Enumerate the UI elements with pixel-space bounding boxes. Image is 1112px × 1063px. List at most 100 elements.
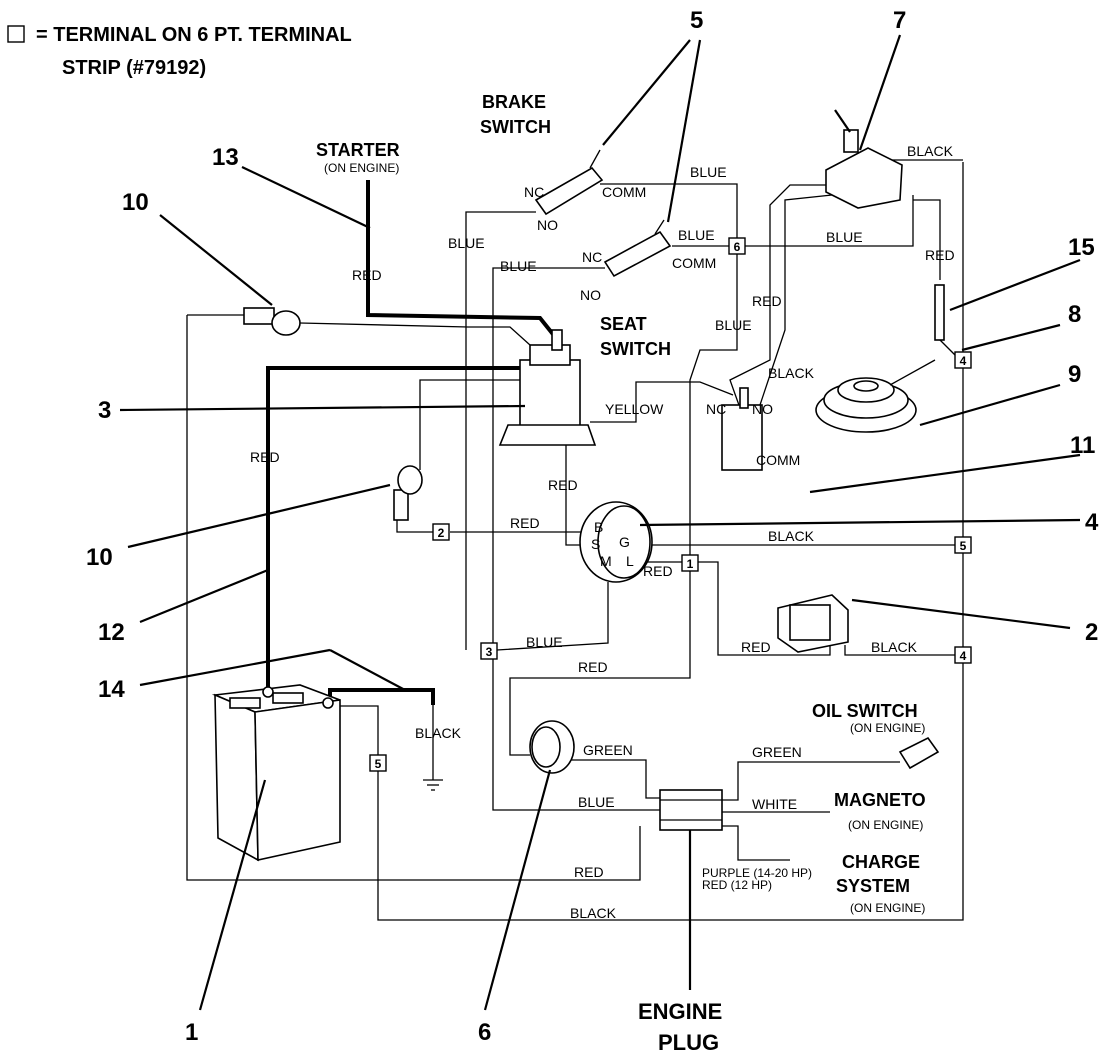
regulator: [777, 594, 849, 653]
svg-text:S: S: [591, 536, 600, 552]
pin-labels: NC NO COMM NC NO COMM NC NO COMM B S M G…: [524, 184, 800, 569]
callout-5: 5: [690, 7, 703, 34]
wire-blue-6-down: [689, 254, 738, 560]
wire-green-oil: [722, 761, 900, 801]
terminal-3: 3: [480, 642, 498, 660]
callout-11: 11: [1070, 432, 1095, 459]
terminal-5-left: 5: [369, 754, 387, 772]
wire-green-fuel: [560, 759, 660, 799]
wire-red-key-clutch: [913, 199, 941, 280]
svg-text:BLUE: BLUE: [500, 258, 537, 274]
svg-text:RED: RED: [352, 267, 382, 283]
callout-1: 1: [185, 1019, 198, 1046]
svg-text:RED: RED: [925, 247, 955, 263]
callout-numbers: 1 2 3 4 5 6 7 8 9 10 11 12 13 14 15 10: [86, 7, 1099, 1046]
wire-red-1-reg: [698, 561, 831, 656]
svg-text:5: 5: [960, 539, 967, 553]
terminal-2: 2: [432, 523, 450, 541]
terminal-4-upper: 4: [954, 351, 972, 369]
oil-switch: [898, 736, 940, 770]
callout-9: 9: [1068, 361, 1081, 388]
svg-text:BRAKE: BRAKE: [482, 92, 546, 112]
terminal-4-lower: 4: [954, 646, 972, 664]
interlock-switch: [721, 387, 763, 471]
svg-text:BLACK: BLACK: [907, 143, 954, 159]
cable-black-battery: [328, 688, 435, 705]
svg-text:SWITCH: SWITCH: [600, 339, 671, 359]
diode: [934, 284, 945, 341]
svg-text:SEAT: SEAT: [600, 314, 647, 334]
svg-text:B: B: [594, 519, 603, 535]
svg-text:(ON ENGINE): (ON ENGINE): [848, 818, 923, 832]
wire-red-1-fuel: [509, 570, 691, 756]
svg-text:BLUE: BLUE: [690, 164, 727, 180]
svg-text:NO: NO: [752, 401, 773, 417]
callout-7: 7: [893, 7, 906, 34]
wire-labels: BLUE BLUE BLUE BLUE BLUE BLUE BLUE BLUE …: [250, 143, 955, 921]
svg-text:COMM: COMM: [672, 255, 716, 271]
wire-blue-brake-down: [465, 211, 536, 650]
callout-leaders: [119, 34, 1081, 1011]
fuel-solenoid: [529, 720, 575, 774]
component-labels: BRAKE SWITCH SEAT SWITCH STARTER (ON ENG…: [316, 92, 926, 1055]
seat-switch: [603, 219, 672, 278]
svg-text:5: 5: [375, 757, 382, 771]
svg-text:OIL SWITCH: OIL SWITCH: [812, 701, 918, 721]
ground-bolt-lower: [393, 465, 423, 521]
svg-text:6: 6: [734, 240, 741, 254]
svg-text:3: 3: [486, 645, 493, 659]
callout-4: 4: [1085, 509, 1099, 536]
svg-text:G: G: [619, 534, 630, 550]
terminal-1: 1: [681, 554, 699, 572]
terminal-6: 6: [728, 237, 746, 255]
svg-text:PLUG: PLUG: [658, 1030, 719, 1055]
ignition-switch: [579, 501, 653, 583]
wire-yellow: [590, 381, 734, 423]
svg-text:YELLOW: YELLOW: [605, 401, 664, 417]
wiring-harness: [186, 159, 964, 921]
wire-red-key-11: [729, 184, 826, 409]
svg-text:BLUE: BLUE: [678, 227, 715, 243]
svg-text:RED: RED: [574, 864, 604, 880]
svg-text:BLUE: BLUE: [715, 317, 752, 333]
wire-charge: [722, 825, 790, 861]
svg-text:2: 2: [438, 526, 445, 540]
wire-solenoid-left: [419, 379, 530, 470]
brake-switch: [534, 149, 604, 216]
cable-red-battery: [266, 366, 528, 688]
wire-black-right-bus: [340, 162, 964, 921]
svg-text:STARTER: STARTER: [316, 140, 400, 160]
svg-text:NC: NC: [706, 401, 726, 417]
callout-15: 15: [1068, 234, 1095, 261]
svg-text:SYSTEM: SYSTEM: [836, 876, 910, 896]
legend-line-2: STRIP (#79192): [62, 57, 206, 79]
svg-text:M: M: [600, 553, 612, 569]
svg-text:MAGNETO: MAGNETO: [834, 790, 926, 810]
ground-bolt-top: [243, 307, 301, 336]
callout-2: 2: [1085, 619, 1098, 646]
legend-terminal-box-icon: [7, 25, 25, 43]
svg-text:(ON ENGINE): (ON ENGINE): [324, 161, 399, 175]
svg-text:BLACK: BLACK: [768, 365, 815, 381]
svg-text:ENGINE: ENGINE: [638, 999, 722, 1024]
svg-text:4: 4: [960, 649, 967, 663]
svg-text:BLACK: BLACK: [768, 528, 815, 544]
callout-8: 8: [1068, 301, 1081, 328]
callout-10-lower: 10: [86, 544, 113, 571]
svg-text:RED: RED: [578, 659, 608, 675]
wire-blue-ign-3: [496, 582, 609, 651]
callout-6: 6: [478, 1019, 491, 1046]
svg-text:BLUE: BLUE: [826, 229, 863, 245]
svg-text:BLUE: BLUE: [448, 235, 485, 251]
svg-text:COMM: COMM: [602, 184, 646, 200]
callout-13: 13: [212, 144, 239, 171]
svg-text:NC: NC: [524, 184, 544, 200]
wire-black-key-11: [759, 194, 833, 406]
wire-blue-6-to-key: [745, 195, 914, 247]
wire-bolt-2: [396, 517, 433, 533]
svg-text:RED: RED: [741, 639, 771, 655]
svg-text:(ON ENGINE): (ON ENGINE): [850, 901, 925, 915]
callout-12: 12: [98, 619, 125, 646]
callout-14: 14: [98, 676, 125, 703]
callout-3: 3: [98, 397, 111, 424]
